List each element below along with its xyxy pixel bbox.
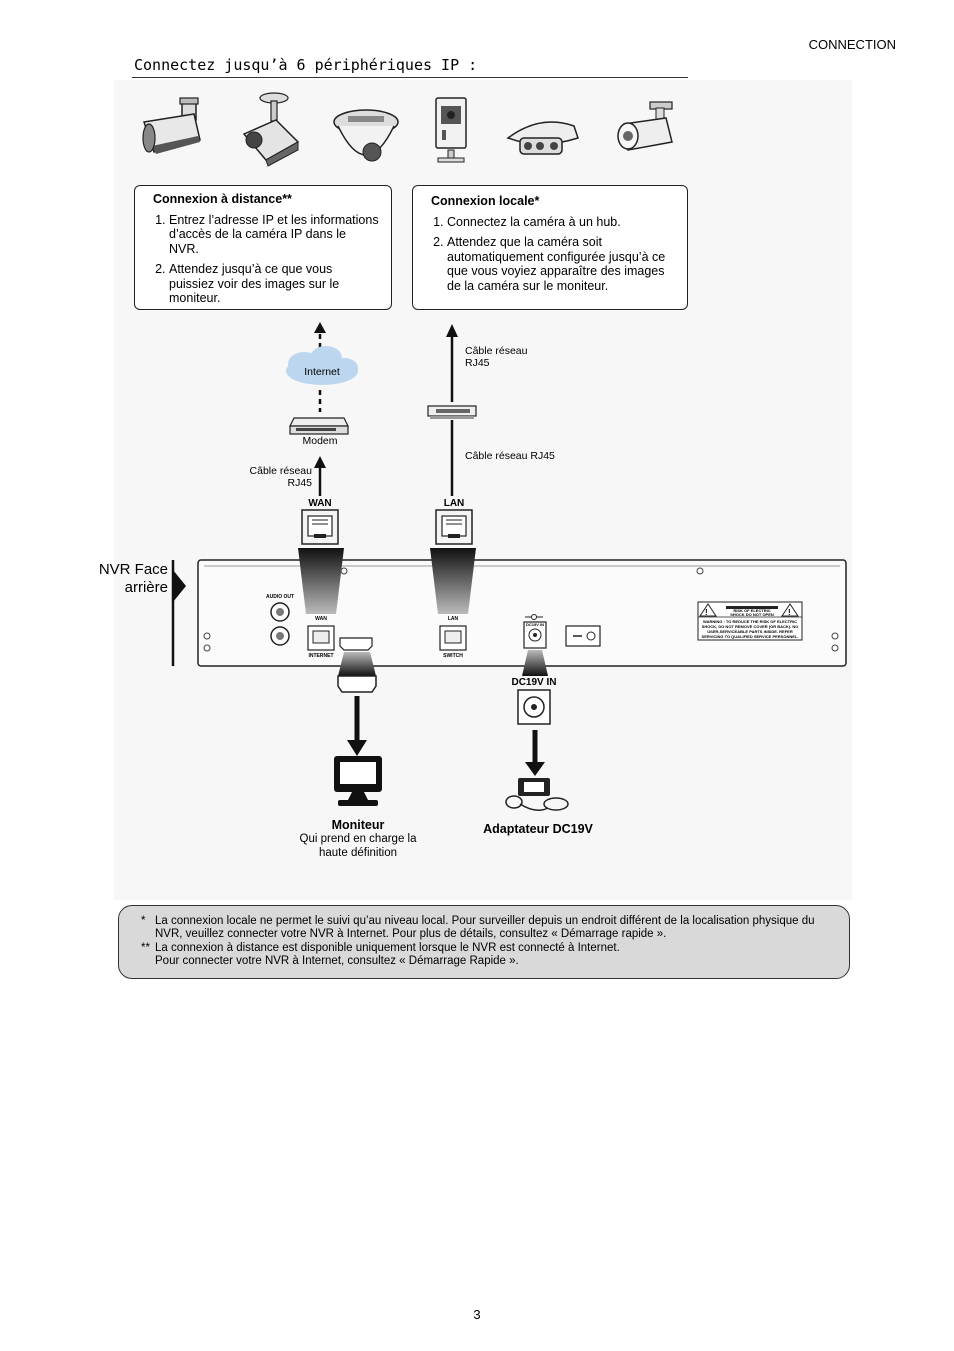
hdmi-port-icon <box>337 675 377 693</box>
warning-line: SERVICING TO QUALIFIED SERVICE PERSONNEL… <box>701 634 799 639</box>
local-cable-label-top: Câble réseau RJ45 <box>465 345 528 369</box>
dc-small-label: DC19V IN <box>525 622 544 627</box>
connection-diagram: ! ! <box>171 322 847 811</box>
footnote-mark: * <box>141 915 146 927</box>
bullet-camera-icon <box>142 97 201 154</box>
remote-uplink-arrow <box>314 322 326 412</box>
rj45-port-icon <box>435 509 473 545</box>
lan-port-label: LAN <box>443 498 465 509</box>
local-connection-title: Connexion locale* <box>431 194 540 208</box>
warning-line: USER-SERVICEABLE PARTS INSIDE. REFER <box>707 629 793 634</box>
svg-text:!: ! <box>705 608 708 617</box>
section-header: CONNECTION <box>808 37 896 52</box>
internet-port-label: INTERNET <box>308 653 334 659</box>
adapter-label: Adaptateur DC19V <box>483 822 593 836</box>
dome-camera-icon <box>333 109 399 162</box>
dc-jack-icon <box>517 689 551 725</box>
monitor-description: Qui prend en charge la haute définition <box>299 833 417 859</box>
switch-port-label: SWITCH <box>443 653 463 659</box>
warning-line: RISK OF ELECTRIC <box>733 608 771 613</box>
adapter-arrow <box>525 730 545 776</box>
dc-in-label: DC19V IN <box>511 677 557 688</box>
nvr-rear-label: NVR Face arrière <box>98 561 168 596</box>
warning-triangle-icon: ! <box>699 603 717 617</box>
monitor-arrow <box>347 696 367 756</box>
remote-connection-box: Connexion à distance** Entrez l’adresse … <box>134 185 392 310</box>
svg-text:!: ! <box>788 608 791 617</box>
dc-connection-funnel <box>522 650 548 676</box>
page-title: Connectez jusqu’à 6 périphériques IP : <box>134 56 478 74</box>
footnote-mark: ** <box>141 942 150 954</box>
local-cable-label-mid: Câble réseau RJ45 <box>465 450 555 462</box>
remote-step-2: Attendez jusqu’à ce que vous puissiez vo… <box>169 262 379 306</box>
footnote-text: La connexion à distance est disponible u… <box>155 942 620 967</box>
page-number: 3 <box>473 1307 481 1322</box>
warning-line: SHOCK, DO NOT REMOVE COVER (OR BACK). NO <box>701 624 799 629</box>
local-step-2: Attendez que la caméra soit automatiquem… <box>447 235 675 293</box>
dc-polarity-icon <box>525 614 543 620</box>
camera-icons-row <box>142 92 673 167</box>
local-uplink-arrow <box>446 324 458 402</box>
hdmi-connection-funnel <box>338 652 376 676</box>
bullet-camera-icon <box>617 101 673 151</box>
footnote-text: La connexion locale ne permet le suivi q… <box>155 915 815 940</box>
monitor-icon <box>334 756 382 806</box>
footnote-box: * La connexion locale ne permet le suivi… <box>118 905 850 979</box>
local-step-1: Connectez la caméra à un hub. <box>447 215 675 230</box>
modem-label: Modem <box>302 435 338 447</box>
local-connection-box: Connexion locale* Connectez la caméra à … <box>412 185 688 310</box>
modem-icon <box>289 417 349 435</box>
internet-label: Internet <box>304 366 340 378</box>
audio-out-label: AUDIO OUT <box>265 594 295 600</box>
wan-cable-label: Câble réseau RJ45 <box>249 465 312 489</box>
wan-small-label: WAN <box>315 616 327 622</box>
wan-port-label: WAN <box>308 498 332 509</box>
remote-connection-title: Connexion à distance** <box>153 192 292 206</box>
warning-triangle-icon: ! <box>781 603 799 617</box>
remote-step-1: Entrez l’adresse IP et les informations … <box>169 213 379 257</box>
cloud-icon <box>286 346 358 385</box>
monitor-title: Moniteur <box>331 818 385 832</box>
warning-line: SHOCK DO NOT OPEN <box>730 612 774 617</box>
lan-connection-funnel <box>430 548 476 614</box>
warning-line: WARNING : TO REDUCE THE RISK OF ELECTRIC <box>703 619 797 624</box>
warning-label-body: WARNING : TO REDUCE THE RISK OF ELECTRIC… <box>699 619 801 639</box>
warning-label-head: RISK OF ELECTRIC SHOCK DO NOT OPEN <box>726 609 778 617</box>
hub-icon <box>427 405 477 419</box>
flat-dome-camera-icon <box>506 121 579 155</box>
power-adapter-icon <box>505 778 569 811</box>
nvr-label-bracket <box>171 560 186 666</box>
wan-uplink-arrow <box>314 456 326 496</box>
warning-header-bar <box>726 606 778 609</box>
lan-small-label: LAN <box>447 616 459 622</box>
title-divider <box>132 77 688 78</box>
wan-connection-funnel <box>298 548 344 614</box>
rj45-port-icon <box>301 509 339 545</box>
ceiling-camera-icon <box>242 92 300 167</box>
cube-camera-icon <box>435 97 467 163</box>
